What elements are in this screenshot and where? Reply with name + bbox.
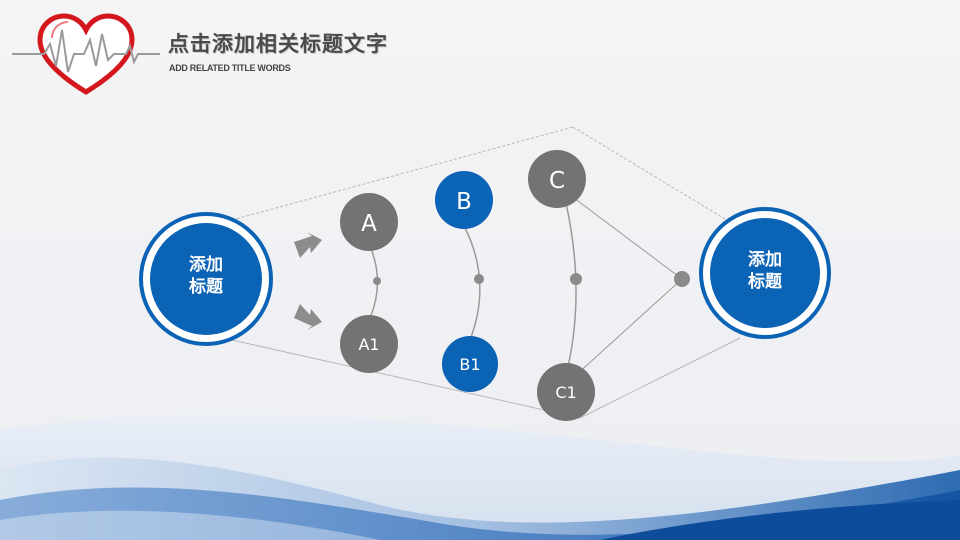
node-c-label: C <box>549 168 565 194</box>
node-b[interactable] <box>435 171 493 229</box>
dot-c <box>570 273 582 285</box>
node-c[interactable] <box>528 150 586 208</box>
node-a[interactable] <box>340 193 398 251</box>
connector-bottom-right <box>579 337 741 419</box>
connector-top-left <box>231 126 574 221</box>
right-hub-node[interactable] <box>699 207 831 339</box>
arrow-right-icon <box>294 232 322 258</box>
dot-a <box>373 277 381 285</box>
left-hub-label-line1: 添加 <box>189 254 223 275</box>
connector-c-merge <box>569 194 683 280</box>
connector-top-right <box>572 126 741 229</box>
page-subtitle: ADD RELATED TITLE WORDS <box>169 63 291 73</box>
page-title: 点击添加相关标题文字 <box>168 32 388 56</box>
connector-bottom-left <box>231 339 581 419</box>
right-hub-label-line1: 添加 <box>748 249 782 270</box>
left-hub-label-line2: 标题 <box>189 276 224 297</box>
node-b1-label: B1 <box>459 355 480 374</box>
node-c1[interactable] <box>537 363 595 421</box>
arrow-right-icon <box>294 304 322 330</box>
arc-c-c1 <box>565 202 577 368</box>
node-a1[interactable] <box>340 315 398 373</box>
node-a-label: A <box>361 211 377 237</box>
left-hub-node[interactable] <box>139 212 273 346</box>
heart-ecg-logo <box>12 13 160 95</box>
node-a1-label: A1 <box>358 335 379 354</box>
right-hub-label-line2: 标题 <box>748 271 783 292</box>
node-b1[interactable] <box>442 336 498 392</box>
connector-c1-merge <box>574 278 683 377</box>
dot-b <box>474 274 484 284</box>
merge-dot <box>674 271 690 287</box>
bottom-wave-decoration <box>0 414 960 540</box>
node-c1-label: C1 <box>555 383 576 402</box>
node-b-label: B <box>456 189 472 215</box>
